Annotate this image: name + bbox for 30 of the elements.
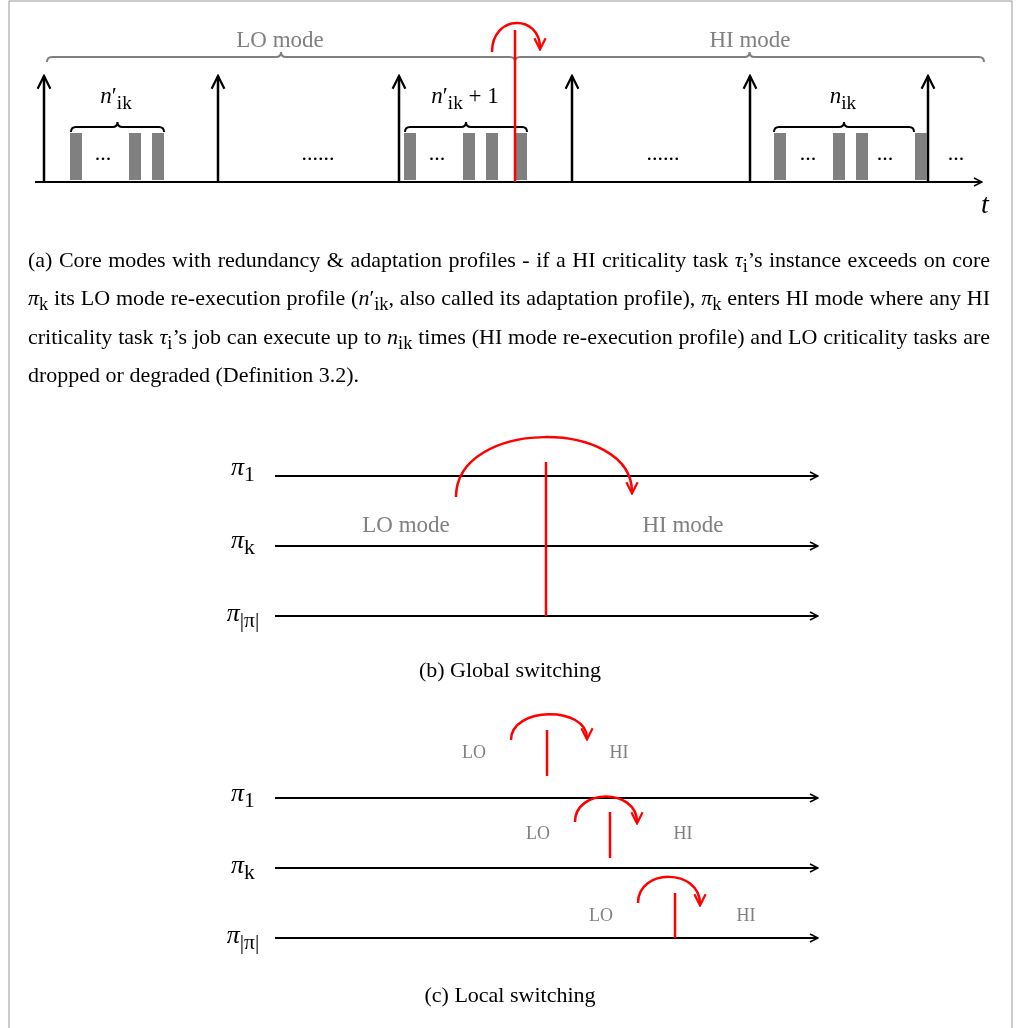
mode-label: LO mode: [236, 27, 324, 53]
mode-label: HI: [673, 824, 693, 844]
ellipsis: ...: [876, 140, 894, 166]
mode-label: HI: [736, 906, 756, 926]
ellipsis: ......: [646, 140, 680, 166]
math-label: n$_{ik}$: [829, 83, 857, 113]
mode-label: LO: [589, 906, 613, 926]
mode-label: HI: [609, 743, 629, 763]
mode-label: LO: [462, 743, 486, 763]
math-label: n′$_{ik}$ + 1: [431, 83, 499, 113]
math-label: n′$_{ik}$: [100, 83, 132, 113]
mode-label: HI mode: [709, 27, 791, 53]
caption: (a) Core modes with redundancy & adaptation profiles - if a HI criticality task τ$_{i}$’s instance exceeds on core π$_{k}$ its LO mode re-execution profile (n′$_{ik}$, also called its adaptation profile), π$_{k}$ enters HI mode where any HI criticality task τ$_{i}$’s job can execute up to n$_{ik}$ times (HI mode re-execution profile) and LO criticality tasks are dropped or degraded (Definition 3.2).: [28, 246, 990, 390]
ellipsis: ...: [947, 140, 965, 166]
mode-label: LO: [526, 824, 550, 844]
ellipsis: ......: [301, 140, 335, 166]
axis-label: t: [981, 188, 989, 220]
subfigure-caption: (c) Local switching: [424, 982, 596, 1008]
core-label: π$_{|π|}$: [226, 599, 260, 633]
ellipsis: ...: [799, 140, 817, 166]
ellipsis: ...: [428, 140, 446, 166]
core-label: π$_{1}$: [231, 453, 255, 487]
core-label: π$_{k}$: [231, 526, 255, 560]
core-label: π$_{|π|}$: [226, 921, 260, 955]
core-label: π$_{k}$: [231, 851, 255, 885]
ellipsis: ...: [94, 140, 112, 166]
mode-label: HI mode: [642, 512, 724, 538]
mode-label: LO mode: [362, 512, 450, 538]
core-label: π$_{1}$: [231, 779, 255, 813]
subfigure-caption: (b) Global switching: [418, 657, 602, 683]
